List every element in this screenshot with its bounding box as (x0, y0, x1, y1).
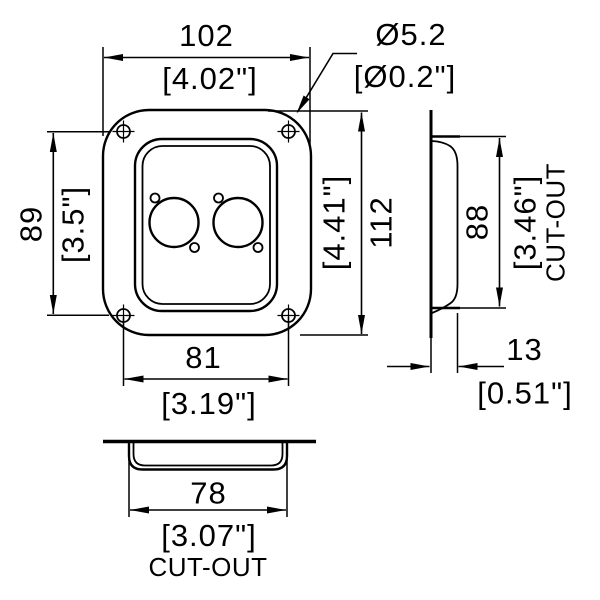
dim-text-mm: 13 (506, 332, 542, 367)
dim-screw-spacing-horizontal-81: 81 [3.19"] (122, 317, 290, 421)
arrowhead (124, 375, 144, 383)
dim-text-mm: Ø5.2 (375, 17, 446, 52)
dim-text-inch: [0.51"] (477, 376, 573, 411)
bottom-view: 78 [3.07"] CUT-OUT (103, 439, 316, 582)
arrowhead (496, 138, 503, 157)
dim-cutout-height-88: 88 [3.46"] CUT-OUT (460, 135, 571, 309)
connector-screw-hole (189, 242, 200, 253)
side-view: 88 [3.46"] CUT-OUT 13 [0.51"] (387, 110, 573, 411)
connector-screw-hole (252, 242, 264, 253)
dim-text-mm: 112 (364, 196, 399, 248)
leader-line (296, 52, 357, 113)
cutout-label: CUT-OUT (148, 552, 267, 582)
dish-profile (431, 140, 459, 314)
dim-text-mm: 89 (14, 206, 49, 242)
connector-hole-left (148, 196, 200, 249)
dim-text-inch: [3.5"] (56, 186, 91, 263)
arrowhead (358, 315, 365, 334)
arrowhead (496, 287, 503, 307)
recess-inner-edge (141, 145, 271, 305)
dim-text-mm: 88 (460, 204, 495, 240)
dim-text-inch: [3.19"] (161, 386, 257, 421)
arrowhead (267, 506, 286, 514)
dim-screw-hole-dia: Ø5.2 [Ø0.2"] (296, 17, 456, 114)
arrowhead (410, 363, 430, 370)
mounting-hole-top-right (277, 120, 300, 143)
arrowhead (268, 375, 288, 383)
mounting-hole-top-left (112, 120, 135, 143)
dim-text-inch: [4.02"] (162, 61, 258, 96)
dim-height-112: [4.41"] 112 (268, 110, 399, 336)
dim-width-102: 102 [4.02"] (102, 18, 311, 148)
dim-cutout-width-78: 78 [3.07"] CUT-OUT (128, 443, 288, 582)
arrowhead (290, 54, 309, 61)
arrowhead (49, 133, 57, 152)
arrowhead (296, 95, 310, 114)
arrowhead (104, 54, 123, 61)
front-view (101, 108, 313, 337)
connector-hole-right (212, 196, 264, 249)
dim-text-mm: 78 (190, 476, 226, 511)
cutout-label: CUT-OUT (541, 163, 571, 282)
tray-inner-profile (132, 443, 284, 467)
recess-outer-edge (133, 137, 279, 313)
arrowhead (49, 295, 57, 314)
dim-text-inch: [3.46"] (508, 175, 543, 271)
dim-text-mm: 102 (179, 18, 234, 53)
dim-text-inch: [3.07"] (161, 518, 257, 553)
arrowhead (358, 112, 365, 132)
connector-screw-hole (149, 192, 161, 204)
arrowhead (130, 506, 149, 514)
dim-screw-spacing-vertical-89: 89 [3.5"] (14, 131, 109, 316)
outer-plate-outline (101, 108, 313, 337)
dim-text-inch: [4.41"] (317, 175, 352, 271)
connector-screw-hole (213, 192, 224, 204)
dim-text-mm: 81 (185, 340, 221, 375)
dim-depth-13: 13 [0.51"] (387, 313, 573, 411)
arrowhead (458, 363, 478, 370)
dim-text-inch: [Ø0.2"] (354, 59, 456, 94)
